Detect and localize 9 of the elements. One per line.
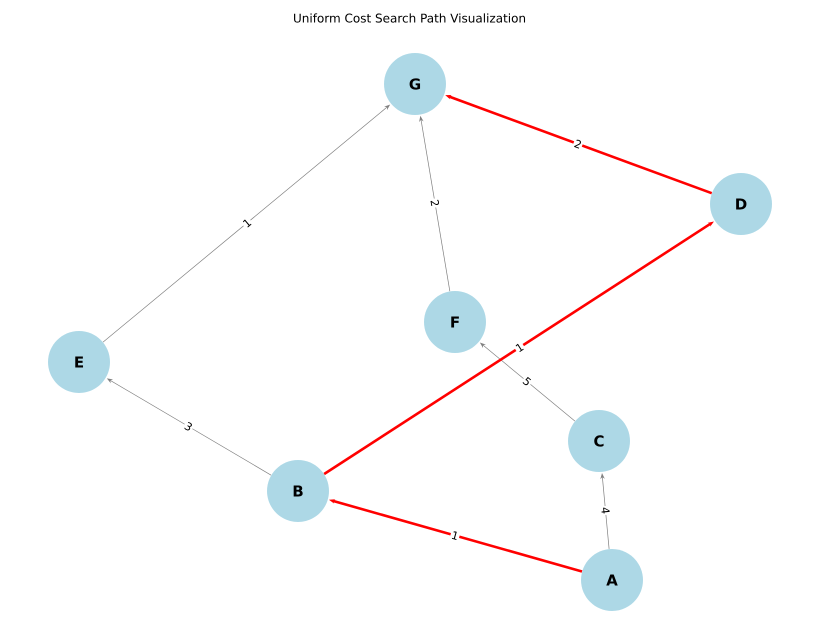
edge-label: 2 bbox=[429, 198, 441, 208]
edge-label: 3 bbox=[182, 420, 195, 434]
edge-label: 5 bbox=[520, 374, 534, 388]
edge-label: 1 bbox=[513, 340, 526, 354]
edge-label: 2 bbox=[572, 138, 584, 150]
title: Uniform Cost Search Path Visualization bbox=[294, 13, 526, 23]
edge-label: 1 bbox=[449, 529, 461, 542]
edge-label: 1 bbox=[240, 216, 254, 230]
edge-label: 4 bbox=[600, 506, 611, 516]
